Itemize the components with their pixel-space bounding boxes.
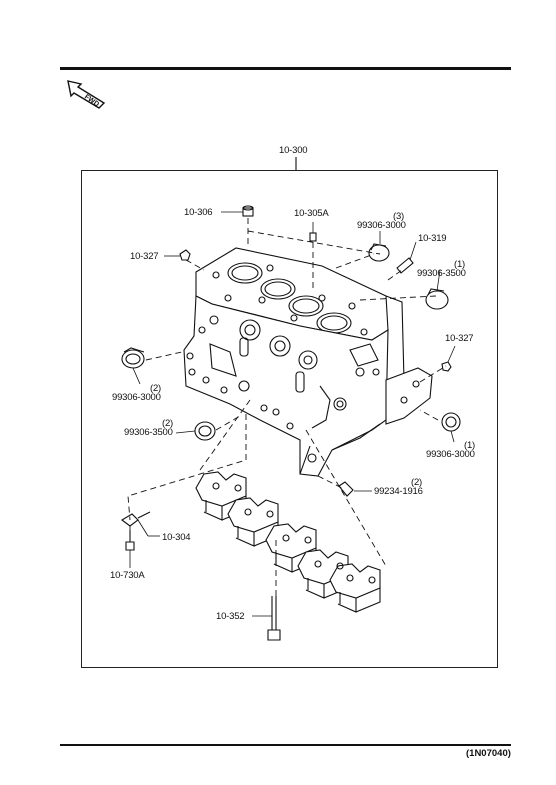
- qty-99306-3000-left: (2): [150, 383, 162, 394]
- part-label-99306-3500-left: 99306-3500: [124, 427, 173, 438]
- diagram-frame: [81, 170, 498, 668]
- part-label-99306-3500-right: 99306-3500: [417, 268, 466, 279]
- part-label-10-352: 10-352: [216, 611, 245, 622]
- part-label-99306-3000-left: 99306-3000: [112, 392, 161, 403]
- part-label-10-730a: 10-730A: [110, 570, 145, 581]
- forward-arrow-icon: FWD: [66, 78, 108, 115]
- qty-99306-3000-right: (1): [464, 440, 476, 451]
- qty-99234-1916: (2): [411, 477, 423, 488]
- assembly-id: 10-300: [279, 145, 308, 156]
- qty-99306-3000-top: (3): [393, 211, 405, 222]
- header-rule: [60, 67, 511, 70]
- part-label-10-319: 10-319: [418, 233, 447, 244]
- part-label-99306-3000-top: 99306-3000: [357, 220, 406, 231]
- part-label-10-306: 10-306: [184, 207, 213, 218]
- document-id: (1N07040): [466, 748, 511, 759]
- part-label-10-327-right: 10-327: [445, 333, 474, 344]
- part-label-99306-3000-right: 99306-3000: [426, 449, 475, 460]
- part-label-10-305a: 10-305A: [294, 208, 329, 219]
- qty-99306-3500-left: (2): [162, 418, 174, 429]
- part-label-10-304: 10-304: [162, 532, 191, 543]
- footer-rule: [60, 744, 511, 746]
- part-label-10-327-top: 10-327: [130, 251, 159, 262]
- qty-99306-3500-right: (1): [454, 259, 466, 270]
- part-label-99234-1916: 99234-1916: [374, 486, 423, 497]
